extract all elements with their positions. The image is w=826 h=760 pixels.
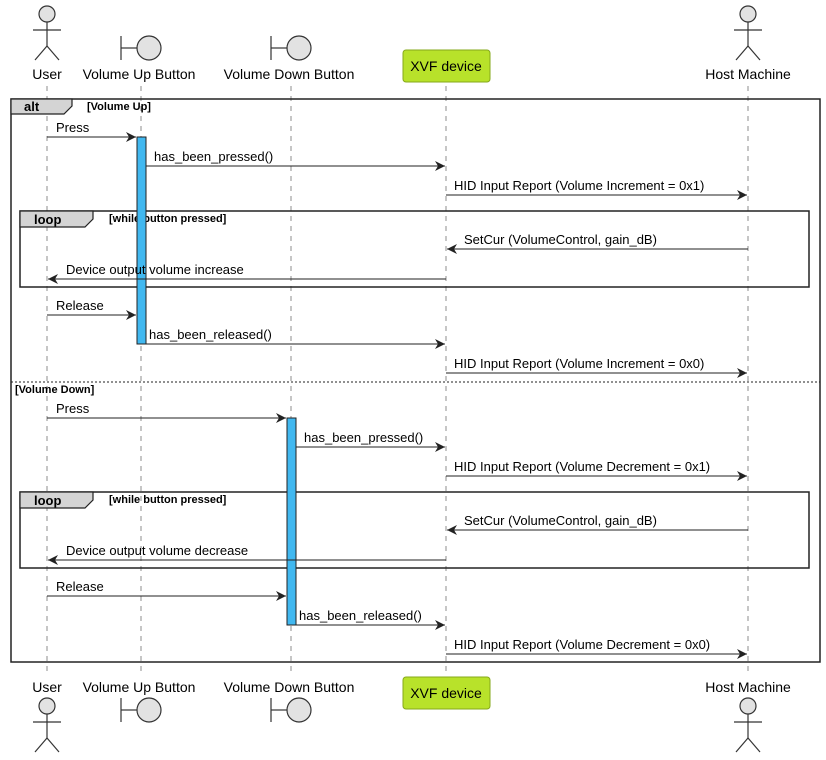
loop-frame-tab [19,491,94,509]
message-label: HID Input Report (Volume Increment = 0x0… [454,356,704,371]
message-setcur-up: SetCur (VolumeControl, gain_dB) [447,232,748,254]
loop-frame-condition: [while button pressed] [109,213,227,225]
message-volume-decrease: Device output volume decrease [48,543,446,565]
alt-frame-condition: [Volume Up] [87,101,151,113]
message-press-volume-down: Press [47,401,286,423]
participant-label: Host Machine [705,679,791,695]
message-label: HID Input Report (Volume Increment = 0x1… [454,178,704,193]
boundary-icon [270,697,312,723]
participant-user-bottom: User [32,679,62,753]
message-release-volume-down: Release [47,579,286,601]
actor-icon [734,5,762,61]
message-hid-report-decrement-0: HID Input Report (Volume Decrement = 0x0… [446,637,747,659]
message-label: has_been_pressed() [154,149,273,164]
participant-label: Volume Up Button [83,66,196,82]
participant-label: XVF device [410,685,482,701]
participants-top: User Volume Up Button Volume Down Button… [32,5,791,83]
participant-box [402,676,491,710]
message-label: Press [56,120,90,135]
lifelines [46,86,749,675]
actor-icon [33,697,61,753]
message-setcur-down: SetCur (VolumeControl, gain_dB) [447,513,748,535]
message-label: Press [56,401,90,416]
participant-host-machine-bottom: Host Machine [705,679,791,753]
loop-frame-condition: [while button pressed] [109,494,227,506]
message-release-volume-up: Release [47,298,136,320]
boundary-icon [120,35,162,61]
message-label: HID Input Report (Volume Decrement = 0x1… [454,459,710,474]
message-label: SetCur (VolumeControl, gain_dB) [464,232,657,247]
message-label: HID Input Report (Volume Decrement = 0x0… [454,637,710,652]
loop-frame-tag: loop [34,212,61,227]
participant-xvf-device-bottom: XVF device [402,676,491,710]
participant-volume-up-button-top: Volume Up Button [83,35,196,82]
message-label: has_been_released() [299,608,422,623]
participants-bottom: User Volume Up Button Volume Down Button [32,676,791,753]
participant-label: User [32,679,62,695]
message-hid-report-increment-0: HID Input Report (Volume Increment = 0x0… [446,356,747,378]
participant-label: User [32,66,62,82]
message-hid-report-decrement-1: HID Input Report (Volume Decrement = 0x1… [446,459,747,481]
message-label: has_been_pressed() [304,430,423,445]
loop-frame-tag: loop [34,493,61,508]
activation-bar-volume-up [136,136,147,345]
message-hid-report-increment-1: HID Input Report (Volume Increment = 0x1… [446,178,747,200]
message-has-been-pressed-down: has_been_pressed() [296,430,445,452]
alt-frame-border [10,98,821,663]
actor-icon [33,5,61,61]
participant-user-top: User [32,5,62,82]
participant-volume-down-button-bottom: Volume Down Button [224,679,355,723]
participant-label: Host Machine [705,66,791,82]
loop-frame-volume-down: loop [while button pressed] [19,491,810,569]
actor-icon [734,697,762,753]
message-label: has_been_released() [149,327,272,342]
activation-bars [136,136,297,626]
alt-frame-tab [10,98,73,115]
message-has-been-released-up: has_been_released() [146,327,445,349]
message-label: Release [56,298,104,313]
message-label: Release [56,579,104,594]
loop-frame-tab [19,210,94,228]
message-label: SetCur (VolumeControl, gain_dB) [464,513,657,528]
messages: Press has_been_pressed() HID Input Repor… [47,120,748,659]
loop-frame-border [19,491,810,569]
alt-frame: alt [Volume Up] [Volume Down] [10,98,821,663]
participant-label: Volume Down Button [224,679,355,695]
alt-else-condition: [Volume Down] [15,384,95,396]
message-label: Device output volume decrease [66,543,248,558]
message-has-been-released-down: has_been_released() [296,608,445,630]
participant-box [402,49,491,83]
message-label: Device output volume increase [66,262,244,277]
boundary-icon [120,697,162,723]
loop-frame-border [19,210,810,288]
participant-volume-up-button-bottom: Volume Up Button [83,679,196,723]
participant-label: Volume Down Button [224,66,355,82]
participant-xvf-device-top: XVF device [402,49,491,83]
participant-host-machine-top: Host Machine [705,5,791,82]
message-has-been-pressed-up: has_been_pressed() [146,149,445,171]
participant-label: XVF device [410,58,482,74]
boundary-icon [270,35,312,61]
participant-label: Volume Up Button [83,679,196,695]
activation-bar-volume-down [286,417,297,626]
participant-volume-down-button-top: Volume Down Button [224,35,355,82]
message-volume-increase: Device output volume increase [48,262,446,284]
message-press-volume-up: Press [47,120,136,142]
alt-frame-tag: alt [24,99,40,114]
